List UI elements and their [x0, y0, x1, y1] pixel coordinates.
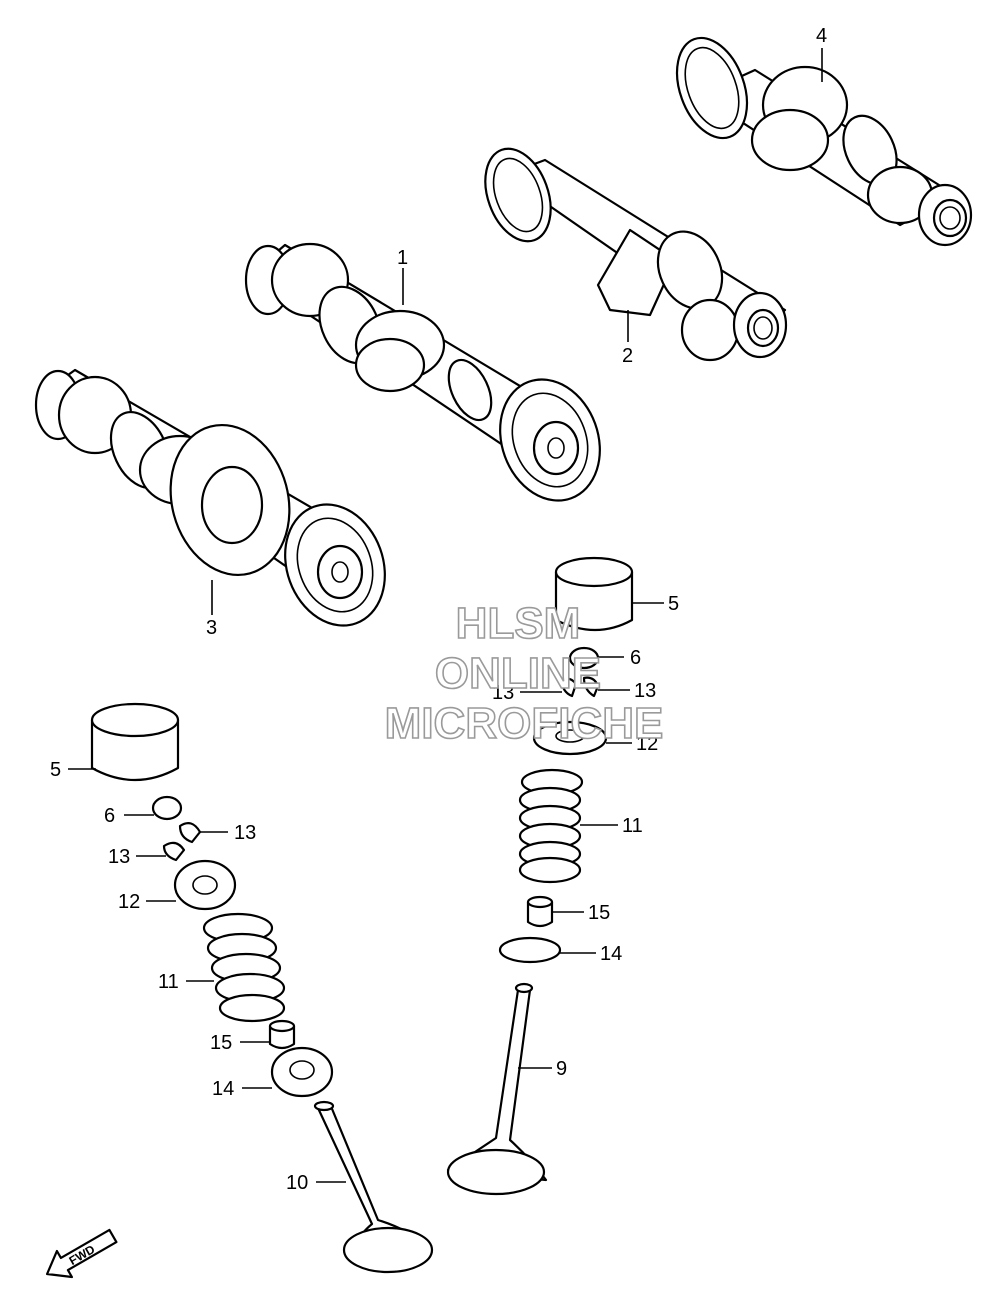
leader-lines: [68, 48, 823, 1183]
callout-14-right: 14: [600, 943, 622, 965]
callout-9: 9: [556, 1058, 567, 1080]
callout-6-left: 6: [104, 805, 115, 827]
callout-15-right: 15: [588, 902, 610, 924]
left-valve-assembly: [90, 702, 434, 1274]
callout-10: 10: [286, 1172, 308, 1194]
callout-13-right-b: 13: [634, 680, 656, 702]
fwd-arrow-icon: FWD: [45, 1228, 118, 1279]
callout-4: 4: [816, 25, 827, 47]
right-valve-assembly: [446, 556, 634, 1196]
callout-1: 1: [397, 247, 408, 269]
watermark-line-2: ONLINE: [435, 649, 601, 698]
callout-5-left: 5: [50, 759, 61, 781]
callout-11-left: 11: [158, 971, 179, 993]
callout-2: 2: [622, 345, 633, 367]
callout-labels: 1 2 3 4 5 6 13 13 12 11 15 14 9 5 6 13 1…: [50, 25, 827, 1194]
callout-12-left: 12: [118, 891, 140, 913]
valve-spring-right: [518, 768, 584, 884]
callout-15-left: 15: [210, 1032, 232, 1054]
watermark-line-1: HLSM: [456, 599, 581, 648]
callout-6-right: 6: [630, 647, 641, 669]
callout-13-right-a: 13: [492, 682, 514, 704]
callout-12-right: 12: [636, 733, 658, 755]
camshaft-2: [484, 147, 788, 362]
camshaft-3: [34, 368, 386, 627]
callout-3: 3: [206, 617, 217, 639]
valve-spring-left: [202, 912, 286, 1023]
callout-11-right: 11: [622, 815, 643, 837]
watermark: HLSM ONLINE MICROFICHE: [384, 598, 664, 749]
camshaft-4: [675, 36, 973, 247]
callout-13-left-b: 13: [108, 846, 130, 868]
callout-5-right: 5: [668, 593, 679, 615]
callout-13-left-a: 13: [234, 822, 256, 844]
camshaft-1: [244, 242, 601, 502]
callout-14-left: 14: [212, 1078, 234, 1100]
watermark-line-3: MICROFICHE: [385, 699, 664, 748]
